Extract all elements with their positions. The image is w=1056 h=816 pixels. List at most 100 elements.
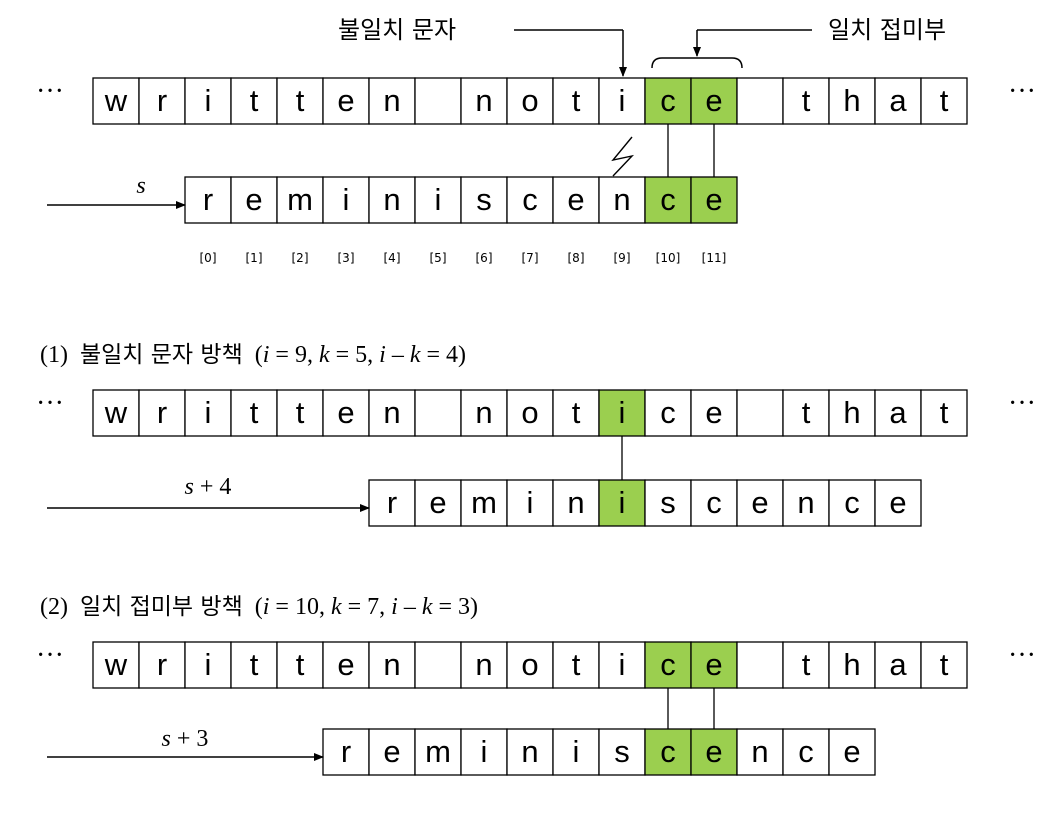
pattern-strip-good-suffix-cell: i — [552, 728, 600, 776]
pattern-strip-bad-character-cell: c — [690, 479, 738, 527]
pattern-strip-initial-char: i — [435, 182, 442, 217]
text-strip-bad-character-cell: h — [828, 389, 876, 437]
text-strip-good-suffix-cell-box — [322, 641, 370, 689]
text-strip-initial-char: t — [296, 83, 305, 118]
text-strip-bad-character-char: a — [889, 395, 907, 430]
text-strip-good-suffix-char: t — [802, 647, 811, 682]
pattern-strip-bad-character-char: m — [471, 485, 497, 520]
text-strip-initial-cell: n — [460, 77, 508, 125]
pattern-strip-good-suffix-char: n — [751, 734, 768, 769]
pattern-strip-initial-cell-box — [322, 176, 370, 224]
text-strip-initial-char: i — [205, 83, 212, 118]
text-strip-bad-character-cell: i — [598, 389, 646, 437]
text-strip-good-suffix-char: r — [157, 647, 167, 682]
text-strip-bad-character-char: i — [619, 395, 626, 430]
text-strip-bad-character-char: t — [296, 395, 305, 430]
text-strip-initial-char: e — [337, 83, 354, 118]
pattern-strip-good-suffix-cell: c — [644, 728, 692, 776]
index-label: [3] — [338, 251, 355, 265]
pattern-strip-bad-character-cell-box — [460, 479, 508, 527]
text-strip-good-suffix-char: i — [205, 647, 212, 682]
pattern-strip-bad-character-char: i — [619, 485, 626, 520]
text-strip-bad-character-cell-box — [736, 389, 784, 437]
text-strip-bad-character-cell-box — [414, 389, 462, 437]
pattern-strip-initial-cell: c — [506, 176, 554, 224]
pattern-strip-initial-cell-box — [368, 176, 416, 224]
pattern-strip-bad-character-char: c — [706, 485, 722, 520]
text-strip-bad-character-cell-box — [230, 389, 278, 437]
text-strip-good-suffix-char: t — [940, 647, 949, 682]
text-strip-initial-char: c — [660, 83, 676, 118]
pattern-strip-good-suffix-char: e — [843, 734, 860, 769]
text-strip-bad-character-cell: e — [690, 389, 738, 437]
caption-good-suffix: (2) 일치 접미부 방책 (i = 10, k = 7, i – k = 3) — [40, 594, 478, 620]
text-strip-bad-character-cell-box — [874, 389, 922, 437]
text-strip-initial-char: h — [843, 83, 860, 118]
text-strip-bad-character-cell-box — [368, 389, 416, 437]
pattern-strip-initial-char: e — [705, 182, 722, 217]
pattern-strip-bad-character-cell-box — [782, 479, 830, 527]
text-strip-initial-cell-box — [782, 77, 830, 125]
text-strip-good-suffix-char: e — [705, 647, 722, 682]
text-strip-good-suffix-cell-box — [276, 641, 324, 689]
text-strip-initial-cell: n — [368, 77, 416, 125]
text-strip-bad-character-cell-box — [920, 389, 968, 437]
text-strip-bad-character-cell: t — [920, 389, 968, 437]
text-strip-initial-char: i — [619, 83, 626, 118]
text-strip-good-suffix-cell-box — [920, 641, 968, 689]
index-label: [7] — [522, 251, 539, 265]
pattern-strip-initial-cell: r — [184, 176, 232, 224]
text-strip-bad-character-char: t — [940, 395, 949, 430]
pattern-strip-bad-character-cell: i — [506, 479, 554, 527]
text-strip-good-suffix-char: n — [475, 647, 492, 682]
index-label: [4] — [384, 251, 401, 265]
pattern-strip-good-suffix-cell-box — [736, 728, 784, 776]
pattern-strip-bad-character-cell-box — [736, 479, 784, 527]
text-strip-good-suffix-cell: t — [782, 641, 830, 689]
matched-suffix-label: 일치 접미부 — [828, 16, 946, 44]
pattern-strip-good-suffix-cell: m — [414, 728, 462, 776]
pattern-strip-bad-character-cell: e — [736, 479, 784, 527]
pattern-strip-initial-char: m — [287, 182, 313, 217]
pattern-strip-bad-character-char: e — [889, 485, 906, 520]
text-strip-good-suffix-char: a — [889, 647, 907, 682]
text-strip-initial-cell-box — [552, 77, 600, 125]
text-strip-initial-cell: t — [782, 77, 830, 125]
ellipsis-right: ··· — [1008, 640, 1036, 671]
text-strip-bad-character-cell-box — [552, 389, 600, 437]
text-strip-bad-character-char: i — [205, 395, 212, 430]
text-strip-good-suffix-char: n — [383, 647, 400, 682]
text-strip-good-suffix-char: t — [296, 647, 305, 682]
text-strip-bad-character-char: e — [337, 395, 354, 430]
pattern-strip-initial-cell-box — [460, 176, 508, 224]
text-strip-initial-cell: i — [184, 77, 232, 125]
text-strip-bad-character-char: h — [843, 395, 860, 430]
text-strip-bad-character-cell: a — [874, 389, 922, 437]
text-strip-initial-cell — [736, 77, 784, 125]
index-label: [10] — [656, 251, 681, 265]
text-strip-initial-cell: r — [138, 77, 186, 125]
pattern-strip-bad-character-cell: e — [414, 479, 462, 527]
text-strip-good-suffix-cell: n — [368, 641, 416, 689]
text-strip-good-suffix-cell: a — [874, 641, 922, 689]
pattern-strip-initial-cell-box — [184, 176, 232, 224]
pattern-strip-bad-character-char: e — [751, 485, 768, 520]
text-strip-initial-cell: t — [276, 77, 324, 125]
text-strip-bad-character-cell-box — [644, 389, 692, 437]
text-strip-initial-cell-box — [920, 77, 968, 125]
text-strip-good-suffix-cell-box — [414, 641, 462, 689]
pattern-strip-initial-cell: n — [368, 176, 416, 224]
text-strip-initial-char: n — [475, 83, 492, 118]
mismatch-char-label: 불일치 문자 — [338, 16, 456, 44]
text-strip-initial-cell-box — [92, 77, 140, 125]
text-strip-initial-cell: t — [920, 77, 968, 125]
pattern-strip-bad-character-cell: r — [368, 479, 416, 527]
text-strip-bad-character-char: n — [383, 395, 400, 430]
text-strip-initial-cell: a — [874, 77, 922, 125]
pattern-strip-good-suffix-cell: r — [322, 728, 370, 776]
